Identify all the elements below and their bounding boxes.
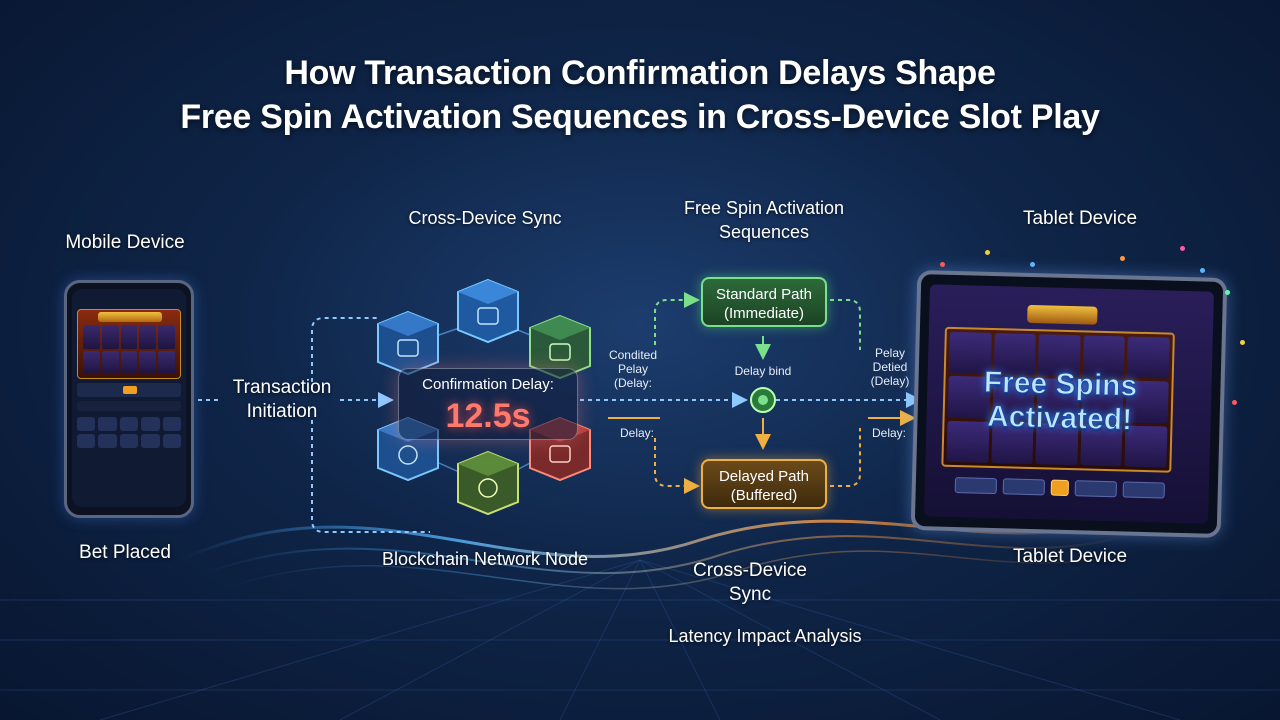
- blockchain-node-label: Blockchain Network Node: [381, 549, 589, 569]
- tablet-slot-logo: [1027, 304, 1098, 325]
- tablet-controls: [954, 477, 1165, 499]
- slot-reels: [83, 325, 175, 374]
- confetti-dot: [1200, 268, 1205, 273]
- tablet-device-label-top: Tablet Device: [1022, 208, 1138, 229]
- mobile-device: [64, 280, 194, 518]
- cross-device-sync-label: Cross-Device Sync: [408, 208, 562, 228]
- delay-left-label: Delay:: [619, 426, 654, 440]
- confirmation-delay-title: Confirmation Delay:: [422, 376, 554, 393]
- delayed-path-box: Delayed Path (Buffered): [701, 459, 827, 509]
- slot-logo: [98, 312, 162, 322]
- delay-right-label: Delay:: [871, 426, 906, 440]
- confirmation-delay-box: Confirmation Delay: 12.5s: [398, 368, 578, 440]
- connector-to-delayed: [654, 438, 700, 494]
- grid-floor: [0, 559, 1280, 720]
- mobile-info-bar: [77, 401, 181, 411]
- confetti-dot: [1232, 400, 1237, 405]
- sync-wave: [219, 549, 1141, 591]
- bet-placed-label: Bet Placed: [79, 542, 171, 563]
- confetti-dot: [1180, 246, 1185, 251]
- mobile-device-label: Mobile Device: [65, 232, 185, 253]
- confetti-dot: [940, 262, 945, 267]
- confetti-dot: [1225, 290, 1230, 295]
- spin-button: [123, 386, 137, 394]
- mobile-spin-bar: [77, 383, 181, 397]
- latency-analysis-label: Latency Impact Analysis: [668, 626, 862, 646]
- connector-from-delayed: [830, 428, 861, 487]
- cube-icon: [377, 310, 439, 376]
- free-spins-line2: Activated!: [986, 399, 1133, 437]
- page-title-line2: Free Spin Activation Sequences in Cross-…: [180, 98, 1100, 136]
- cross-device-sync-bottom-label: Cross-Device Sync: [692, 560, 808, 605]
- connector-to-standard: [654, 292, 700, 345]
- free-spin-sequences-label: Free Spin Activation Sequences: [683, 198, 845, 242]
- free-spins-line1: Free Spins: [983, 365, 1138, 403]
- confetti-dot: [985, 250, 990, 255]
- decision-node-core: [758, 395, 768, 405]
- confetti-dot: [1120, 256, 1125, 261]
- cube-icon: [529, 314, 591, 380]
- pelay-detied-label: Pelay Detied (Delay): [870, 346, 910, 388]
- confirmation-delay-value: 12.5s: [445, 397, 531, 435]
- connector-from-standard: [830, 299, 861, 350]
- sync-wave: [199, 534, 1131, 576]
- cube-icon: [457, 450, 519, 516]
- mobile-slot-machine: [77, 309, 181, 379]
- page-title-line1: How Transaction Confirmation Delays Shap…: [284, 54, 996, 92]
- free-spins-banner: Free Spins Activated!: [956, 365, 1164, 438]
- standard-path-box: Standard Path (Immediate): [701, 277, 827, 327]
- mobile-status-bar: [72, 289, 186, 305]
- condition-delay-label: Condited Pelay (Delay:: [608, 348, 658, 390]
- cube-icon: [457, 278, 519, 344]
- mobile-game-tiles: [77, 417, 181, 448]
- confetti-dot: [1240, 340, 1245, 345]
- mobile-screen: [72, 289, 186, 507]
- tablet-device: Free Spins Activated!: [910, 269, 1228, 539]
- transaction-initiation-label: Transaction Initiation: [232, 377, 332, 422]
- confetti-dot: [1030, 262, 1035, 267]
- delay-bind-label: Delay bind: [734, 364, 792, 378]
- tablet-device-label-bottom: Tablet Device: [1012, 546, 1128, 567]
- tablet-screen: Free Spins Activated!: [924, 284, 1214, 524]
